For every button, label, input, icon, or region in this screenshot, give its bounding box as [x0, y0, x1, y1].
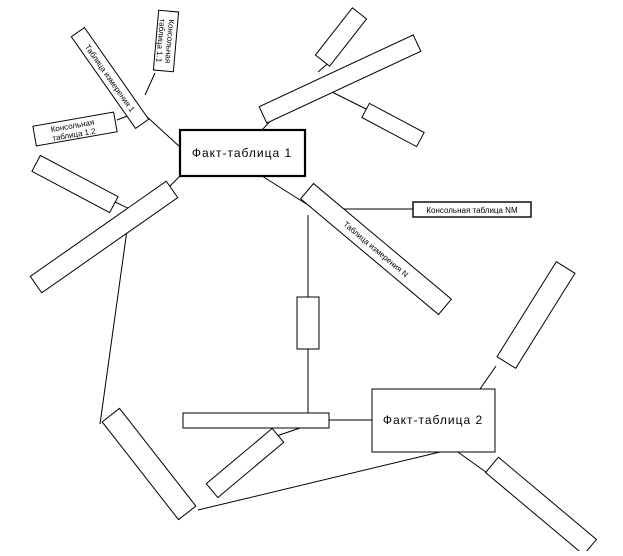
- edge-fact2-bottomdiag: [454, 449, 491, 476]
- connectors: [99, 52, 497, 511]
- fact-table-1-label: Факт-таблица 1: [192, 146, 292, 160]
- console-table-1-1-label-line2: таблица 1.1: [154, 18, 167, 63]
- unlabeled-table-right-top[interactable]: [496, 260, 576, 370]
- unlabeled-table-top-small[interactable]: [314, 7, 368, 67]
- console-table-1-2[interactable]: Консольная таблица 1.2: [32, 111, 118, 147]
- unlabeled-table-bottom-left[interactable]: [101, 407, 197, 521]
- console-table-1-1-label-line1: Консольная: [163, 19, 176, 64]
- unlabeled-table-top-right-small[interactable]: [361, 102, 425, 148]
- edge-fact1-dim1: [144, 114, 181, 148]
- fact-table-1[interactable]: Факт-таблица 1: [178, 128, 307, 178]
- console-table-nm[interactable]: Консольная таблица NM: [412, 201, 532, 218]
- unlabeled-table-lower-small[interactable]: [205, 427, 285, 499]
- unlabeled-table-right-bottom[interactable]: [484, 456, 598, 556]
- edge-fact1-dimN: [261, 175, 309, 206]
- fact-table-2[interactable]: Факт-таблица 2: [371, 388, 496, 453]
- edge-leftlong-bottomleft: [99, 229, 128, 425]
- edge-fact2-topdiag: [479, 365, 497, 390]
- unlabeled-table-top-long[interactable]: [258, 34, 422, 124]
- unlabeled-table-horizontal-bar[interactable]: [182, 412, 330, 429]
- edge-topright-lower: [331, 91, 369, 111]
- unlabeled-table-left-long[interactable]: [29, 180, 179, 294]
- console-table-nm-label: Консольная таблица NM: [426, 206, 518, 215]
- dimension-table-n-label: Таблица измерения N: [341, 220, 410, 280]
- unlabeled-table-left-short[interactable]: [31, 154, 119, 214]
- edge-dim1-console11: [144, 72, 156, 96]
- fact-table-2-label: Факт-таблица 2: [383, 413, 483, 427]
- dimension-table-1-label: Таблица измерения 1: [83, 43, 137, 115]
- unlabeled-table-vertical-middle[interactable]: [296, 296, 320, 350]
- console-table-1-1[interactable]: Консольная таблица 1.1: [152, 9, 180, 73]
- edge-bottomleft-fact2: [197, 451, 441, 511]
